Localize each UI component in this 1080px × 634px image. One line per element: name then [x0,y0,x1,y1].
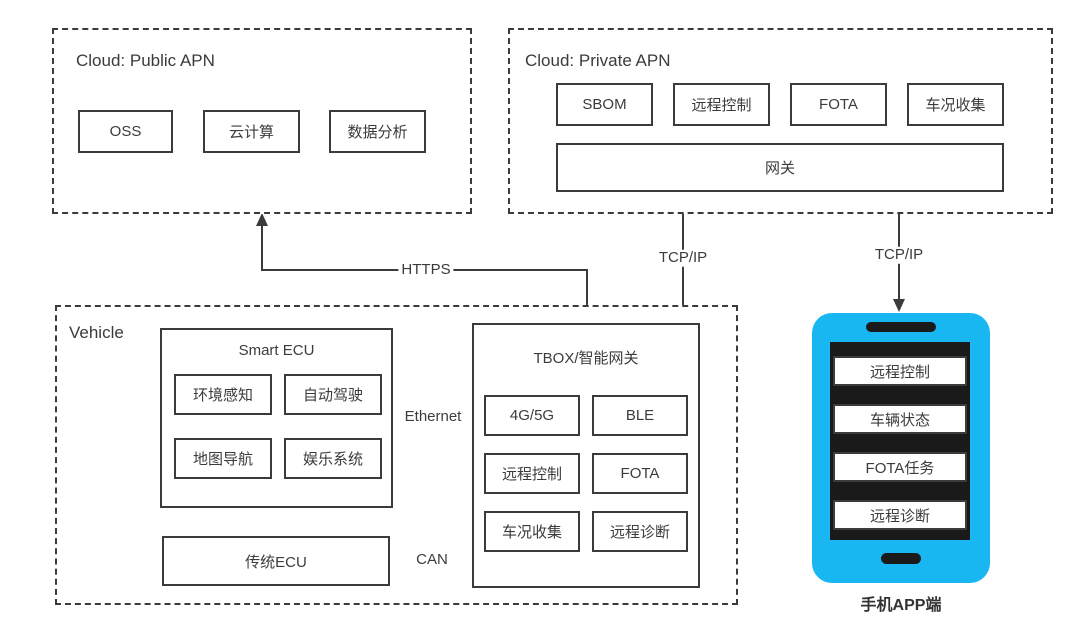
tbox-fota-box: FOTA [592,453,688,494]
tcpip-left-label: TCP/IP [655,249,711,267]
map-nav-box: 地图导航 [174,438,272,479]
tbox-vehicle-data-box: 车况收集 [484,511,580,552]
https-label: HTTPS [398,261,454,279]
entertainment-box: 娱乐系统 [284,438,382,479]
app-fota-task-item: FOTA任务 [833,452,967,482]
sbom-box: SBOM [556,83,653,126]
tbox-title: TBOX/智能网关 [533,350,639,367]
tbox-remote-control-box: 远程控制 [484,453,580,494]
vehicle-data-cloud-box: 车况收集 [907,83,1004,126]
vehicle-title: Vehicle [69,323,124,342]
fota-cloud-box: FOTA [790,83,887,126]
public-apn-title: Cloud: Public APN [76,51,215,70]
phone-home-button-icon [881,553,921,564]
auto-driving-box: 自动驾驶 [284,374,382,415]
tbox-4g5g-box: 4G/5G [484,395,580,436]
app-remote-control-item: 远程控制 [833,356,967,386]
ethernet-label: Ethernet [401,408,465,426]
legacy-ecu-box: 传统ECU [162,536,390,586]
private-apn-title: Cloud: Private APN [525,51,671,70]
gateway-box: 网关 [556,143,1004,192]
data-analysis-box: 数据分析 [329,110,426,153]
smart-ecu-title: Smart ECU [238,342,315,359]
smart-ecu-box: Smart ECU [160,328,393,508]
env-sensing-box: 环境感知 [174,374,272,415]
mobile-phone: 远程控制 车辆状态 FOTA任务 远程诊断 [812,313,990,583]
cloud-computing-box: 云计算 [203,110,300,153]
phone-label: 手机APP端 [860,597,942,614]
app-remote-diag-item: 远程诊断 [833,500,967,530]
tcpip-right-label: TCP/IP [871,246,927,264]
remote-control-cloud-box: 远程控制 [673,83,770,126]
can-label: CAN [413,551,451,569]
tbox-remote-diag-box: 远程诊断 [592,511,688,552]
tbox-ble-box: BLE [592,395,688,436]
oss-box: OSS [78,110,173,153]
app-vehicle-status-item: 车辆状态 [833,404,967,434]
phone-screen: 远程控制 车辆状态 FOTA任务 远程诊断 [830,342,970,540]
phone-speaker-icon [866,322,936,332]
